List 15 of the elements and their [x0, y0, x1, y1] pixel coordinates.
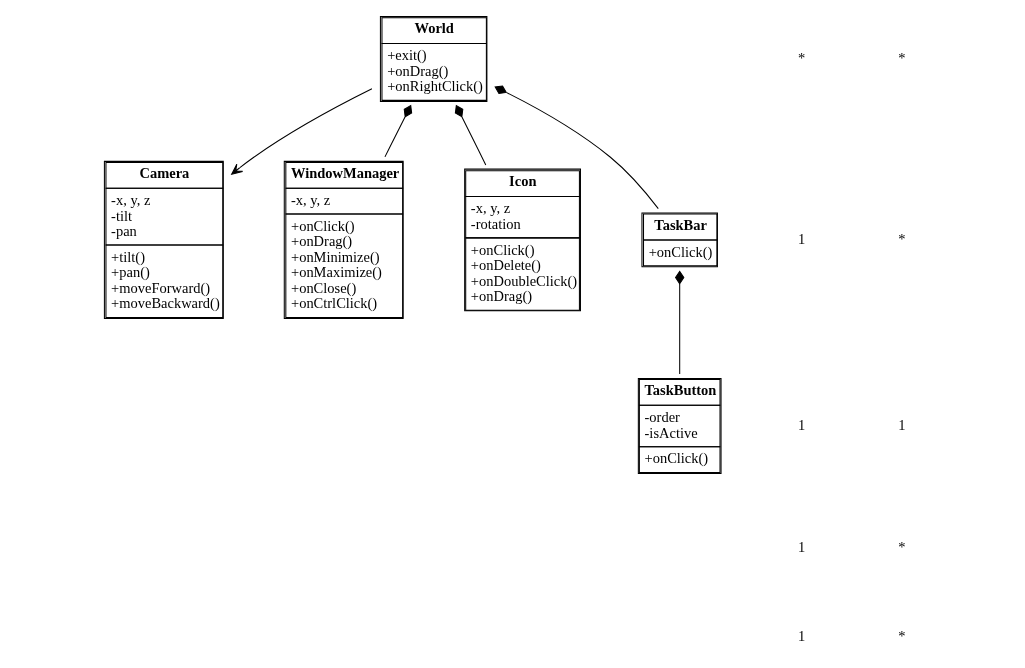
label: 1 — [797, 627, 805, 644]
label: * — [897, 230, 906, 247]
label: * — [897, 49, 906, 66]
connector — [674, 270, 684, 375]
label: * — [797, 49, 805, 66]
label: 1 — [797, 416, 805, 433]
label: * — [897, 538, 906, 555]
label: * — [897, 627, 906, 644]
label: 1 — [797, 230, 805, 247]
connector — [493, 85, 659, 210]
connector — [383, 104, 412, 158]
arrow — [230, 88, 372, 175]
connector — [454, 104, 486, 166]
label: 1 — [797, 538, 805, 555]
label: 1 — [897, 416, 906, 433]
